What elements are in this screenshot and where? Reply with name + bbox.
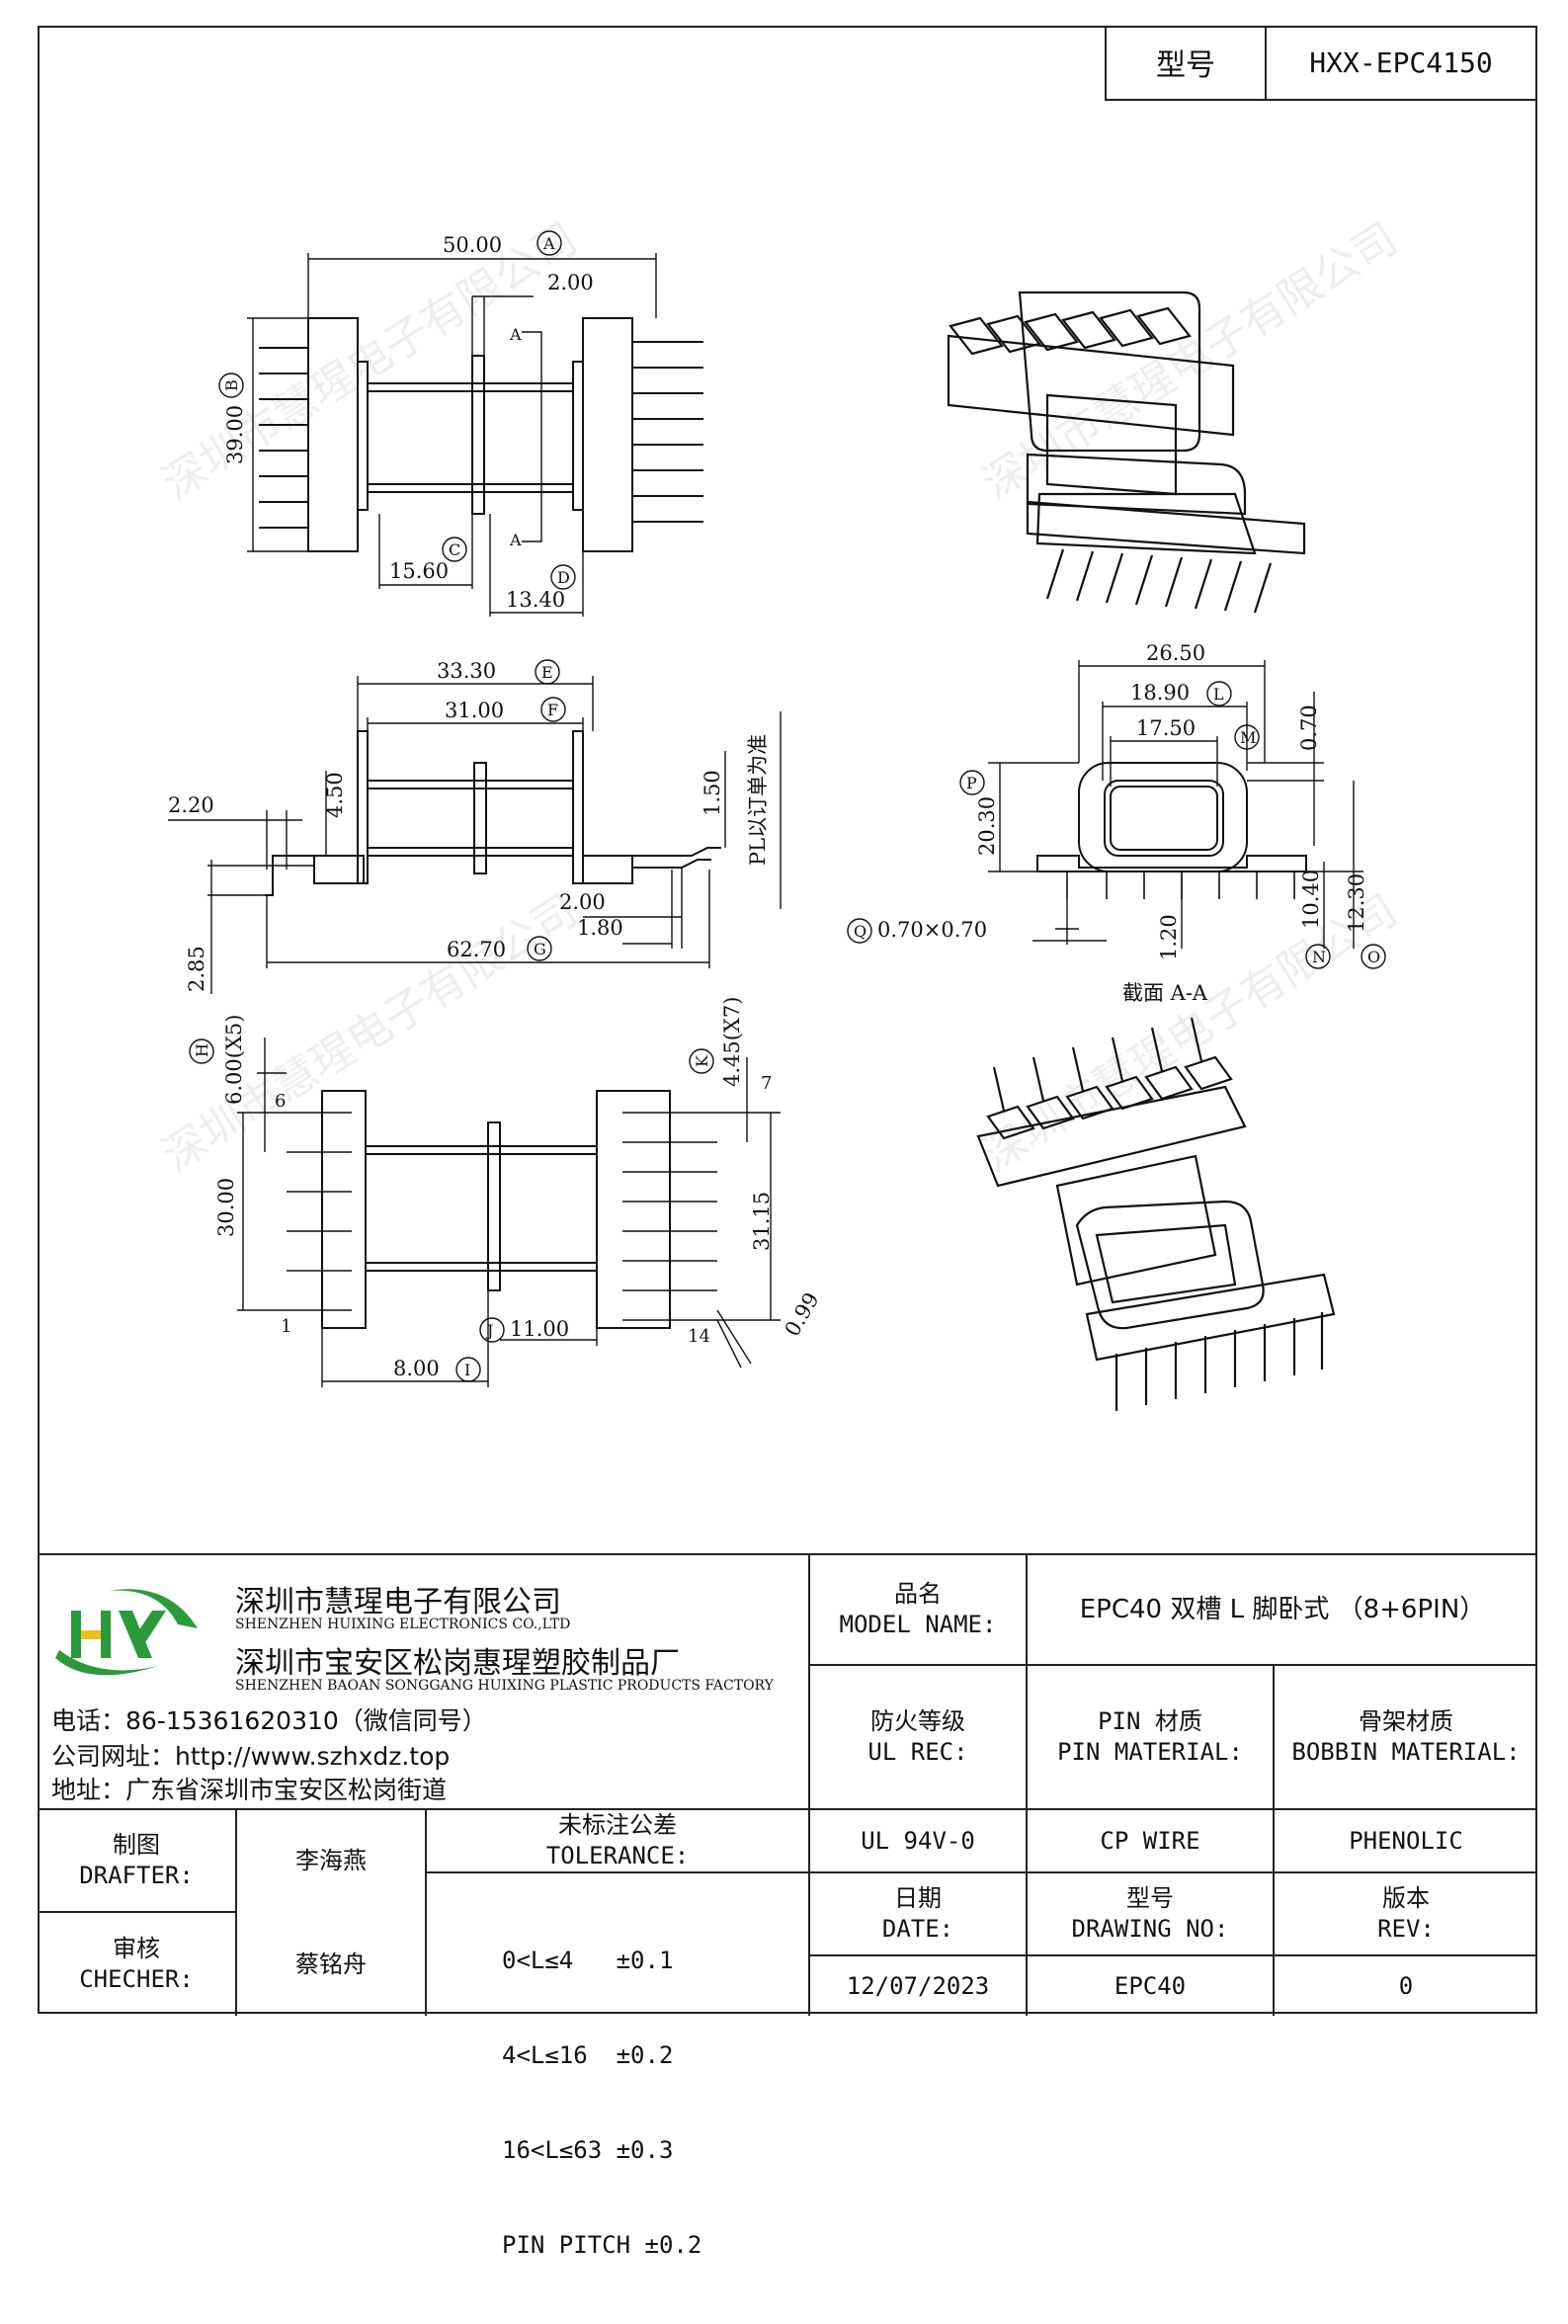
dim-15-6: 15.60 [389,559,449,583]
company-logo [49,1581,207,1680]
bobbin-material-value: PHENOLIC [1349,1826,1463,1855]
ul-rec-label: 防火等级 UL REC: [867,1707,968,1766]
dim-4-45-x7: 4.45(X7) [720,997,744,1087]
bottom-view: 6.00(X5) 6 30.00 1 11.00 8.00 4.45(X7) 7… [189,997,824,1387]
rev-value: 0 [1398,1971,1414,2000]
pin-material-value: CP WIRE [1100,1826,1200,1855]
tolerance-label: 未标注公差 TOLERANCE: [545,1811,690,1869]
dim-8: 8.00 [393,1357,440,1380]
section-mark: A [509,531,522,549]
model-label: 型号 [1107,26,1267,99]
tolerance-row: 4<L≤16 ±0.2 [502,2041,674,2069]
company-name-en-1: SHENZHEN HUIXING ELECTRONICS CO.,LTD [235,1617,571,1632]
ul-rec-value: UL 94V-0 [861,1826,975,1855]
dim-1-2: 1.20 [1157,914,1181,960]
dim-1-5: 1.50 [701,770,724,816]
section-caption: 截面 A-A [1122,981,1208,1005]
dim-6-x5: 6.00(X5) [222,1015,246,1105]
pl-note: PL以订单为准 [746,734,770,866]
tolerance-table: 0<L≤4 ±0.1 4<L≤16 ±0.2 16<L≤63 ±0.3 PIN … [502,1881,701,2324]
tag-f: F [547,701,558,719]
section-view: 26.50 18.90 17.50 0.70 20.30 0.70×0.70 1… [847,641,1386,1005]
tag-a: A [542,234,555,253]
dim-2-front: 2.00 [559,890,606,914]
dim-4-5: 4.50 [323,772,347,818]
dim-0-99: 0.99 [781,1288,824,1341]
tolerance-row: 16<L≤63 ±0.3 [502,2136,674,2164]
date-value: 12/07/2023 [846,1971,990,2000]
technical-drawing: 50.00 2.00 15.60 13.40 A A 39.00 A B C D [168,230,1386,1411]
contact-address: 地址：广东省深圳市宝安区松岗街道 [51,1776,448,1804]
dim-62-7: 62.70 [447,938,506,961]
company-name-cn-1: 深圳市慧瑆电子有限公司 [235,1585,561,1619]
drafter-name: 李海燕 [295,1846,367,1874]
dim-33-3: 33.30 [437,659,496,683]
dim-0-7x0-7: 0.70×0.70 [877,918,987,942]
title-block: 深圳市慧瑆电子有限公司 SHENZHEN HUIXING ELECTRONICS… [38,1553,1537,2259]
pin-1: 1 [281,1316,291,1337]
pin-material-label: PIN 材质 PIN MATERIAL: [1057,1707,1243,1766]
tolerance-row: PIN PITCH ±0.2 [502,2231,702,2259]
section-mark: A [509,325,522,344]
checker-label: 审核 CHECHER: [79,1935,194,1993]
dim-2-2: 2.20 [168,793,214,817]
model-name-value: EPC40 双槽 L 脚卧式 （8+6PIN） [1079,1594,1486,1624]
drafter-label: 制图 DRAFTER: [79,1831,194,1889]
dim-50: 50.00 [443,233,502,257]
dim-26-5: 26.50 [1146,641,1205,665]
tag-l: L [1213,685,1224,704]
dim-20-3: 20.30 [975,796,999,856]
dim-39: 39.00 [223,405,247,464]
tag-e: E [541,663,553,682]
rev-label: 版本 REV: [1377,1884,1435,1943]
tag-b: B [222,379,241,391]
company-name-cn-2: 深圳市宝安区松岗惠瑆塑胶制品厂 [235,1646,680,1681]
date-label: 日期 DATE: [881,1884,954,1943]
drawing-frame [38,26,1537,2014]
pin-7: 7 [761,1073,772,1094]
dim-10-4: 10.40 [1299,870,1323,929]
front-view: 33.30 31.00 2.20 4.50 1.50 PL以订单为准 2.00 … [168,659,782,994]
pin-6: 6 [275,1091,286,1112]
tag-g: G [534,940,546,958]
dim-17-5: 17.50 [1136,716,1196,740]
pin-14: 14 [688,1326,710,1347]
tag-m: M [1240,728,1256,747]
dim-2-85: 2.85 [185,946,208,992]
tag-h: H [193,1043,211,1057]
dim-31-15: 31.15 [750,1192,774,1251]
drawing-no-value: EPC40 [1114,1971,1187,2000]
tag-i: I [464,1361,470,1379]
dim-1-8: 1.80 [577,916,623,940]
tag-n: N [1312,948,1326,966]
tag-k: K [693,1054,711,1067]
tag-d: D [557,568,570,587]
tolerance-row: 0<L≤4 ±0.1 [502,1947,674,1974]
dim-2: 2.00 [547,271,594,294]
drawing-no-label: 型号 DRAWING NO: [1071,1884,1229,1943]
isometric-view-top [947,290,1306,614]
checker-name: 蔡铭舟 [295,1950,367,1978]
dim-18-9: 18.90 [1130,681,1190,705]
dim-11: 11.00 [510,1317,569,1341]
model-value: HXX-EPC4150 [1309,45,1493,79]
contact-website: 公司网址：http://www.szhxdz.top [51,1742,451,1771]
dim-30: 30.00 [214,1178,238,1237]
tag-q: Q [854,922,867,941]
company-name-en-2: SHENZHEN BAOAN SONGGANG HUIXING PLASTIC … [235,1678,774,1694]
isometric-view-bottom [976,1017,1336,1411]
tag-j: J [485,1321,493,1340]
dim-31: 31.00 [445,699,504,722]
tag-p: P [966,774,977,792]
dim-0-7: 0.70 [1297,705,1321,751]
dim-12-3: 12.30 [1345,873,1368,933]
model-name-label: 品名 MODEL NAME: [839,1580,997,1638]
top-view: 50.00 2.00 15.60 13.40 A A 39.00 A B C D [218,230,703,617]
tag-o: O [1367,948,1380,966]
tag-c: C [449,540,460,559]
dim-13-4: 13.40 [506,588,565,612]
model-header: 型号 HXX-EPC4150 [1105,26,1537,101]
bobbin-material-label: 骨架材质 BOBBIN MATERIAL: [1291,1707,1521,1766]
contact-phone: 电话：86-15361620310（微信同号） [51,1706,487,1735]
